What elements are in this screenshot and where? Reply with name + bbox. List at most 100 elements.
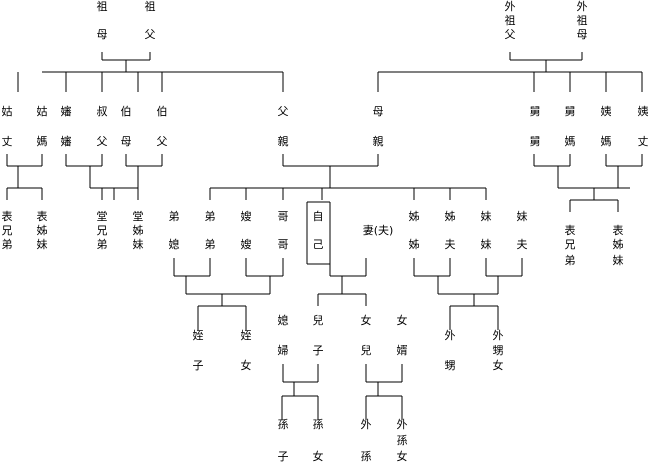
older-brother-label-1: 哥: [278, 238, 289, 251]
niece-label-1: 女: [241, 358, 252, 372]
uncle-wife-label-1: 嬸: [61, 134, 72, 148]
maternal-uncle-2-label-0: 舅: [565, 105, 576, 118]
paternal-grandfather-label-1: 父: [145, 28, 156, 41]
maternal-grandfather-label-0: 外: [505, 0, 516, 13]
mother-label-1: 親: [373, 135, 384, 148]
node-son: 兒子: [313, 314, 324, 357]
node-younger-sister: 妹妹: [481, 210, 492, 251]
maternal-grandfather-label-2: 父: [505, 28, 516, 41]
node-older-brother: 哥哥: [278, 210, 289, 251]
self-label-0: 自: [313, 210, 324, 223]
node-younger-uncle: 叔父: [97, 104, 108, 148]
node-older-sister-husband: 姊夫: [445, 209, 456, 251]
maternal-grandmother-label-0: 外: [577, 0, 588, 13]
node-paternal-grandfather: 祖父: [145, 0, 156, 41]
node-older-uncle-wife: 伯母: [121, 104, 132, 148]
node-daughter-in-law: 媳婦: [278, 313, 289, 357]
older-sister-husband-label-0: 姊: [445, 209, 456, 223]
maternal-cousin-2-label-1: 姊: [613, 237, 624, 251]
maternal-uncle-2-label-1: 媽: [565, 134, 576, 148]
node-paternal-grandmother: 祖母: [97, 0, 108, 41]
maternal-cousin-1-label-1: 兄: [565, 238, 576, 251]
paternal-cousin-2-label-0: 表: [37, 209, 48, 223]
paternal-aunt-1-label-1: 丈: [2, 135, 13, 148]
node-paternal-cousin-2: 表姊妹: [37, 209, 48, 251]
daughter-label-1: 兒: [361, 344, 372, 357]
tang-cousin-1-label-1: 兄: [97, 224, 108, 237]
grandson-label-1: 子: [278, 450, 289, 463]
paternal-aunt-2-label-1: 媽: [37, 134, 48, 148]
daughter-in-law-label-1: 婦: [278, 343, 289, 357]
node-paternal-aunt-2: 姑媽: [37, 105, 48, 148]
older-sister-label-1: 姊: [409, 237, 420, 251]
maternal-aunt-1-label-1: 媽: [601, 134, 612, 148]
paternal-cousin-1-label-0: 表: [2, 209, 13, 223]
node-daughter: 女兒: [361, 313, 372, 357]
node-father: 父親: [278, 105, 289, 148]
father-label-0: 父: [278, 105, 289, 118]
older-sister-husband-label-1: 夫: [445, 238, 456, 251]
node-sister-son: 外甥: [445, 329, 456, 372]
node-maternal-uncle-1: 舅舅: [530, 105, 541, 148]
node-tang-cousin-2: 堂姊妹: [133, 210, 144, 251]
node-uncle-wife: 嬸嬸: [61, 104, 72, 148]
granddaughter-label-1: 女: [313, 449, 324, 463]
node-nephew: 姪子: [193, 328, 204, 372]
younger-sister-husband-label-1: 夫: [517, 238, 528, 251]
node-paternal-aunt-1: 姑丈: [2, 105, 13, 148]
paternal-cousin-2-label-2: 妹: [37, 238, 48, 251]
son-label-0: 兒: [313, 314, 324, 327]
older-sister-label-0: 姊: [409, 209, 420, 223]
daughter-granddaughter-label-1: 孫: [397, 434, 408, 447]
maternal-aunt-2-label-1: 丈: [638, 135, 649, 148]
node-older-brother-wife: 嫂嫂: [241, 210, 252, 251]
son-label-1: 子: [313, 344, 324, 357]
younger-brother-wife-label-0: 弟: [169, 210, 180, 223]
niece-label-0: 姪: [241, 328, 252, 342]
node-maternal-cousin-2: 表姊妹: [613, 223, 624, 267]
older-brother-label-0: 哥: [278, 210, 289, 223]
node-niece: 姪女: [241, 328, 252, 372]
self-label-1: 己: [313, 238, 324, 251]
node-granddaughter: 孫女: [313, 418, 324, 463]
node-maternal-aunt-1: 姨媽: [601, 104, 612, 148]
daughter-granddaughter-label-2: 女: [397, 449, 408, 463]
older-uncle-label-0: 伯: [157, 104, 168, 118]
paternal-grandmother-label-0: 祖: [97, 0, 108, 13]
younger-brother-label-1: 弟: [205, 238, 216, 251]
maternal-grandmother-label-2: 母: [577, 28, 588, 41]
maternal-uncle-1-label-1: 舅: [530, 135, 541, 148]
nephew-label-1: 子: [193, 359, 204, 372]
node-daughter-grandson: 外孫: [361, 418, 372, 463]
node-daughter-granddaughter: 外孫女: [397, 418, 408, 463]
sister-son-label-1: 甥: [445, 359, 456, 372]
node-older-uncle: 伯父: [157, 104, 168, 148]
younger-sister-label-1: 妹: [481, 238, 492, 251]
younger-sister-husband-label-0: 妹: [517, 210, 528, 223]
daughter-in-law-label-0: 媳: [278, 313, 289, 327]
maternal-cousin-2-label-2: 妹: [613, 254, 624, 267]
node-self: 自己: [313, 210, 324, 251]
daughter-granddaughter-label-0: 外: [397, 418, 408, 431]
node-paternal-cousin-1: 表兄弟: [2, 209, 13, 251]
spouse-label-0: 妻(夫): [363, 224, 394, 237]
tang-cousin-2-label-0: 堂: [133, 210, 144, 223]
node-spouse: 妻(夫): [363, 224, 394, 237]
nephew-label-0: 姪: [193, 328, 204, 342]
maternal-grandmother-label-1: 祖: [577, 13, 588, 27]
paternal-aunt-2-label-0: 姑: [37, 105, 48, 118]
younger-brother-wife-label-1: 媳: [169, 237, 180, 251]
node-maternal-uncle-2: 舅媽: [565, 105, 576, 148]
son-in-law-label-1: 婿: [397, 343, 408, 357]
node-sister-daughter: 外甥女: [493, 329, 504, 372]
sister-daughter-label-2: 女: [493, 358, 504, 372]
node-tang-cousin-1: 堂兄弟: [97, 210, 108, 251]
older-brother-wife-label-1: 嫂: [241, 238, 252, 251]
uncle-wife-label-0: 嬸: [61, 104, 72, 118]
maternal-aunt-1-label-0: 姨: [601, 104, 612, 118]
node-maternal-grandmother: 外祖母: [577, 0, 588, 41]
node-maternal-cousin-1: 表兄弟: [565, 223, 576, 267]
sister-daughter-label-1: 甥: [493, 344, 504, 357]
older-uncle-label-1: 父: [157, 135, 168, 148]
